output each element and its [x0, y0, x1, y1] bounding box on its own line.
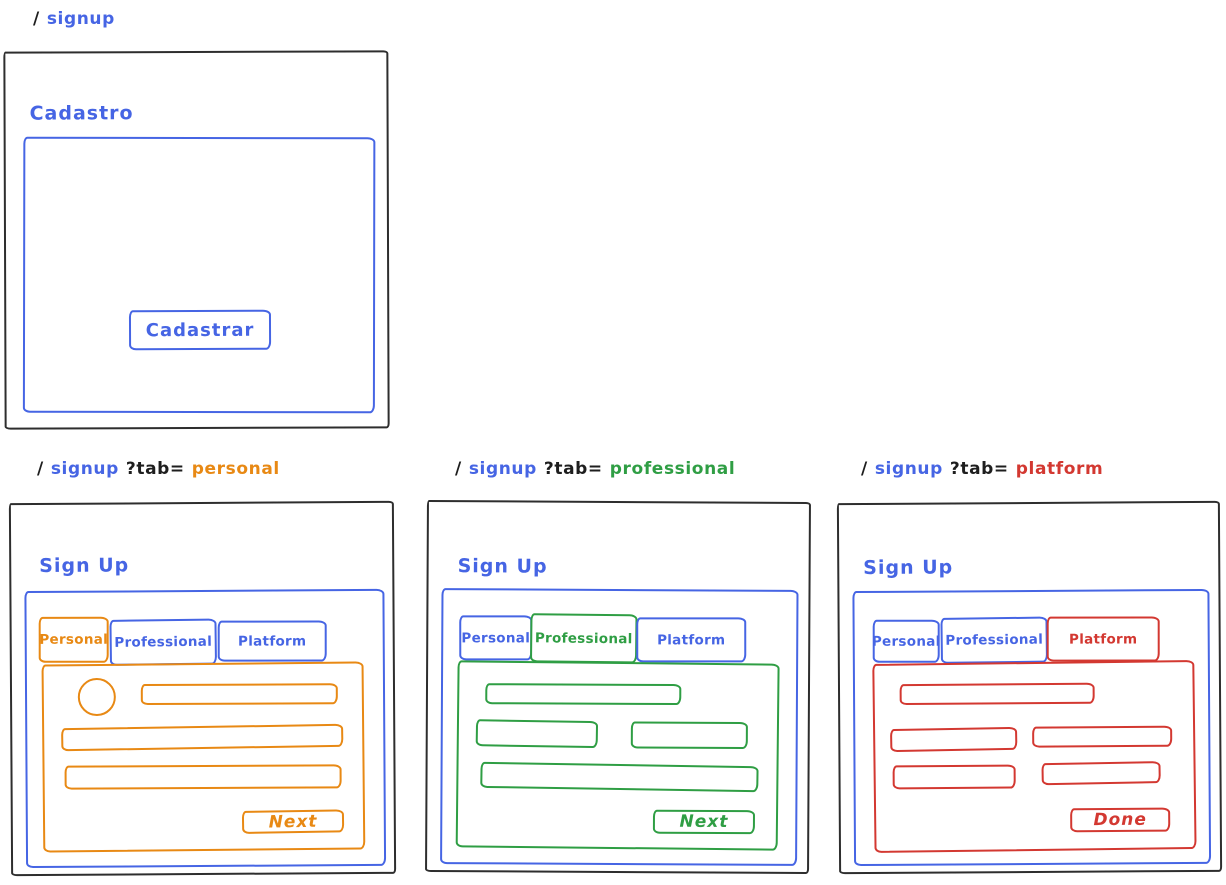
tab-professional[interactable]: Professional — [940, 616, 1048, 664]
professional-screen-frame: Sign Up Personal Professional Platform N… — [425, 499, 811, 875]
tab-platform[interactable]: Platform — [636, 617, 747, 663]
avatar-circle — [77, 677, 117, 717]
signup-heading: Sign Up — [39, 554, 130, 577]
route-label-platform: / signup ?tab= platform — [861, 459, 1110, 479]
cadastrar-button[interactable]: Cadastrar — [128, 309, 272, 351]
signup-card: Personal Professional Platform Next — [24, 588, 387, 869]
route-label-signup: / signup — [33, 9, 122, 29]
route-slash: / — [37, 459, 44, 479]
signup-card: Personal Professional Platform Next — [440, 588, 799, 866]
text-field[interactable] — [630, 721, 748, 750]
route-tab-value: professional — [609, 459, 736, 479]
professional-tab-panel: Next — [455, 660, 780, 851]
route-label-personal: / signup ?tab= personal — [37, 459, 287, 479]
personal-screen-frame: Sign Up Personal Professional Platform N… — [8, 500, 397, 877]
route-slash: / — [33, 9, 40, 29]
platform-tab-panel: Done — [872, 660, 1197, 853]
text-field[interactable] — [64, 764, 342, 790]
route-path: signup — [50, 459, 119, 479]
signup-heading: Sign Up — [457, 555, 548, 578]
route-path: signup — [468, 459, 537, 479]
text-field[interactable] — [899, 682, 1095, 706]
route-query: ?tab= — [949, 459, 1009, 479]
route-path: signup — [874, 459, 943, 479]
route-slash: / — [455, 459, 462, 479]
tab-professional[interactable]: Professional — [530, 613, 638, 664]
tab-personal[interactable]: Personal — [459, 615, 533, 661]
next-button[interactable]: Next — [241, 809, 345, 834]
route-tab-value: platform — [1015, 459, 1104, 479]
signup-form-panel: Cadastrar — [22, 136, 376, 414]
route-tab-value: personal — [191, 459, 280, 479]
text-field[interactable] — [1041, 761, 1161, 786]
tab-platform[interactable]: Platform — [217, 620, 327, 662]
text-field[interactable] — [890, 726, 1018, 753]
next-button[interactable]: Next — [652, 809, 756, 835]
route-path: signup — [46, 9, 115, 29]
platform-screen-frame: Sign Up Personal Professional Platform D… — [836, 500, 1223, 875]
signup-card: Personal Professional Platform Done — [852, 588, 1212, 867]
tab-platform[interactable]: Platform — [1046, 616, 1160, 662]
signup-heading: Sign Up — [863, 556, 954, 580]
route-query: ?tab= — [543, 459, 603, 479]
text-field[interactable] — [1032, 725, 1173, 748]
text-field[interactable] — [892, 764, 1016, 790]
personal-tab-panel: Next — [41, 661, 366, 853]
tab-personal[interactable]: Personal — [38, 616, 109, 663]
text-field[interactable] — [480, 761, 759, 793]
tab-professional[interactable]: Professional — [109, 618, 217, 666]
route-query: ?tab= — [125, 459, 185, 479]
signup-heading: Cadastro — [29, 102, 134, 125]
route-label-professional: / signup ?tab= professional — [455, 459, 742, 479]
done-button[interactable]: Done — [1070, 807, 1171, 833]
name-field[interactable] — [140, 683, 338, 706]
text-field[interactable] — [61, 723, 344, 752]
signup-screen-frame: Cadastro Cadastrar — [3, 50, 390, 430]
text-field[interactable] — [485, 683, 682, 706]
tab-personal[interactable]: Personal — [872, 619, 941, 663]
text-field[interactable] — [475, 719, 599, 749]
route-slash: / — [861, 459, 868, 479]
